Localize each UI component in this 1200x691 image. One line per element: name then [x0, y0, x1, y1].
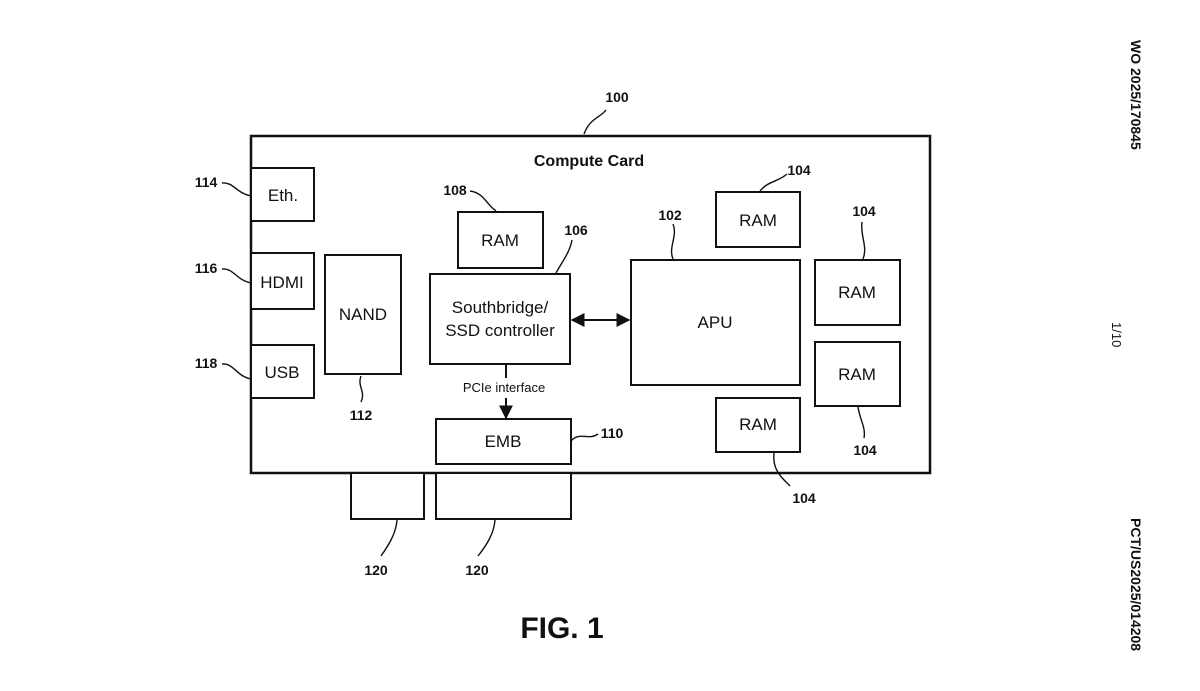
emb-ref-leader — [570, 433, 599, 442]
nand-ref: 112 — [350, 407, 373, 423]
nand-ref-leader — [359, 375, 364, 403]
emb-label: EMB — [485, 432, 522, 451]
ram-104-right-upper — [814, 259, 901, 326]
publication-number: WO 2025/170845 — [1128, 40, 1144, 150]
connector-right-ref-leader — [477, 519, 496, 557]
emb-ref: 110 — [601, 425, 624, 441]
ram-104-top-ref: 104 — [787, 162, 811, 178]
connector-left-ref-leader — [380, 519, 398, 557]
edge-connector-right — [435, 472, 572, 520]
usb-label: USB — [265, 363, 300, 382]
card-ref-leader — [583, 109, 607, 135]
connector-left-ref: 120 — [364, 562, 388, 578]
ram-104-right-lower-ref-leader — [857, 406, 866, 439]
figure-label: FIG. 1 — [520, 612, 603, 645]
ram-104-top-ref-leader — [759, 173, 788, 192]
ram-104-top-label: RAM — [739, 211, 777, 230]
apu-block — [630, 259, 801, 386]
card-title: Compute Card — [534, 153, 644, 170]
usb-ref: 118 — [195, 355, 218, 371]
eth-label: Eth. — [268, 186, 298, 205]
ram-108 — [457, 211, 544, 269]
ram-104-bottom — [715, 397, 801, 453]
apu-ref: 102 — [658, 207, 682, 223]
ram-104-right-upper-label: RAM — [838, 283, 876, 302]
southbridge-ref: 106 — [564, 222, 588, 238]
nand-chip — [324, 254, 402, 375]
eth-ref: 114 — [195, 174, 218, 190]
ram-104-right-lower-ref: 104 — [853, 442, 877, 458]
emb-block — [435, 418, 572, 465]
southbridge-label-line1: Southbridge/ — [452, 298, 549, 317]
ram-108-label: RAM — [481, 231, 519, 250]
ram-104-right-lower — [814, 341, 901, 407]
eth-port — [250, 167, 315, 222]
nand-label: NAND — [339, 305, 387, 324]
southbridge-label-line2: SSD controller — [445, 321, 555, 340]
apu-label: APU — [698, 313, 733, 332]
ram-108-ref: 108 — [443, 182, 467, 198]
eth-ref-leader — [221, 182, 252, 197]
hdmi-label: HDMI — [260, 273, 303, 292]
ram-104-bottom-ref: 104 — [792, 490, 816, 506]
apu-ref-leader — [670, 223, 676, 260]
usb-port — [250, 344, 315, 399]
ram-108-ref-leader — [469, 190, 497, 212]
southbridge-ssd-controller — [429, 273, 571, 365]
ram-104-right-lower-label: RAM — [838, 365, 876, 384]
ram-104-bottom-ref-leader — [773, 452, 791, 487]
application-number: PCT/US2025/014208 — [1128, 518, 1144, 651]
hdmi-port — [250, 252, 315, 310]
ram-104-bottom-label: RAM — [739, 415, 777, 434]
usb-ref-leader — [221, 363, 252, 380]
sheet-number: 1/10 — [1109, 322, 1124, 347]
edge-connector-left — [350, 472, 425, 520]
southbridge-ref-leader — [555, 239, 573, 274]
hdmi-ref: 116 — [195, 260, 218, 276]
pcie-interface-label: PCIe interface — [463, 380, 545, 395]
ram-104-right-upper-ref-leader — [860, 221, 866, 260]
ram-104-right-upper-ref: 104 — [852, 203, 876, 219]
ram-104-top — [715, 191, 801, 248]
hdmi-ref-leader — [221, 268, 252, 284]
card-ref: 100 — [605, 89, 629, 105]
connector-right-ref: 120 — [465, 562, 489, 578]
